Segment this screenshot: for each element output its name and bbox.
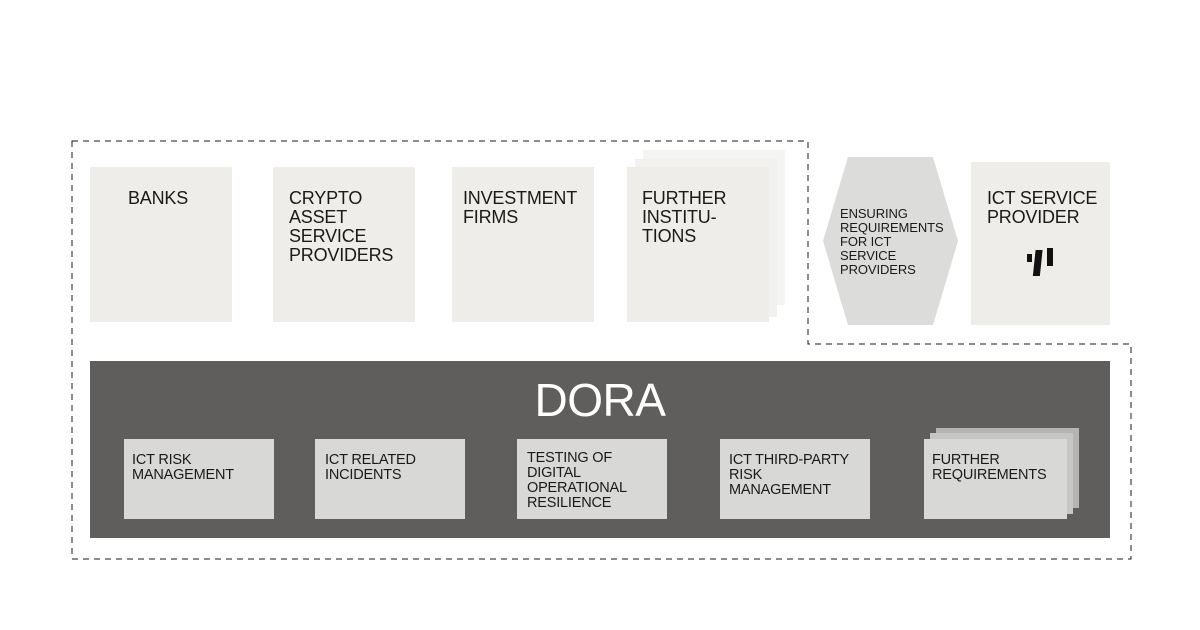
card-label: CRYPTO ASSET SERVICE PROVIDERS — [289, 188, 394, 265]
requirement-label: TESTING OF DIGITAL OPERATIONAL RESILIENC… — [527, 450, 627, 511]
dora-title: DORA — [534, 374, 666, 426]
requirement-further-requirements: FURTHER REQUIREMENTS — [924, 439, 1067, 519]
ensuring-requirements-label: ENSURING REQUIREMENTS FOR ICT SERVICE PR… — [840, 206, 944, 277]
hexagon-shape — [823, 157, 958, 325]
requirement-label: ICT RISK MANAGEMENT — [132, 452, 234, 483]
requirement-label: ICT THIRD-PARTY RISK MANAGEMENT — [729, 452, 849, 498]
card-label: ICT SERVICE PROVIDER — [987, 188, 1098, 227]
requirement-label: ICT RELATED INCIDENTS — [325, 452, 416, 483]
requirement-label: FURTHER REQUIREMENTS — [932, 452, 1047, 483]
requirement-ict-related-incidents: ICT RELATED INCIDENTS — [315, 439, 465, 519]
requirement-testing-digital-operational-resilience: TESTING OF DIGITAL OPERATIONAL RESILIENC… — [517, 439, 667, 519]
card-further-institutions: FURTHER INSTITU- TIONS — [627, 167, 769, 322]
card-ict-service-provider: ICT SERVICE PROVIDER — [971, 162, 1110, 325]
dora-panel: DORA ICT RISK MANAGEMENT ICT RELATED INC… — [90, 361, 1110, 538]
card-crypto-asset-service-providers: CRYPTO ASSET SERVICE PROVIDERS — [273, 167, 415, 322]
ensuring-requirements-hexagon: ENSURING REQUIREMENTS FOR ICT SERVICE PR… — [823, 157, 958, 325]
card-label: BANKS — [128, 188, 189, 208]
card-banks: BANKS — [90, 167, 232, 322]
requirement-ict-third-party-risk-management: ICT THIRD-PARTY RISK MANAGEMENT — [720, 439, 870, 519]
provider-logo-icon — [1027, 248, 1053, 276]
card-label: INVESTMENT FIRMS — [463, 188, 578, 227]
requirement-ict-risk-management: ICT RISK MANAGEMENT — [124, 439, 274, 519]
card-label: FURTHER INSTITU- TIONS — [642, 188, 727, 246]
card-investment-firms: INVESTMENT FIRMS — [452, 167, 594, 322]
